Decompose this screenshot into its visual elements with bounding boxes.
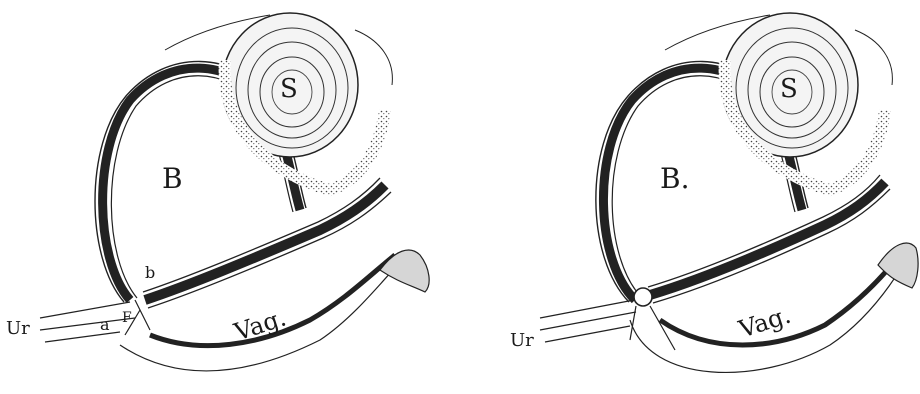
label-mass-right: S [780,74,798,104]
mass-right [722,13,885,190]
fistula-ring-right [634,288,652,306]
figure-left: B S Vag. Ur a b F [6,13,429,371]
label-point-b: b [145,263,155,282]
label-bladder-left: B [162,162,183,195]
label-urethra-left: Ur [6,318,30,339]
label-urethra-right: Ur [510,330,534,351]
mass-left [222,13,385,190]
urethra-right [540,300,636,342]
urethra-left [40,302,135,342]
label-point-f: F [122,310,132,326]
figure-right: B. S Vag. Ur [510,13,918,372]
label-mass-left: S [280,74,298,104]
vaginal-apex-right [878,243,918,288]
label-bladder-right: B. [660,162,689,195]
vesico-vaginal-septum-right [650,182,885,295]
label-point-a: a [100,315,110,334]
vesico-vaginal-septum-left [145,185,385,300]
vaginal-apex-left [380,250,429,292]
